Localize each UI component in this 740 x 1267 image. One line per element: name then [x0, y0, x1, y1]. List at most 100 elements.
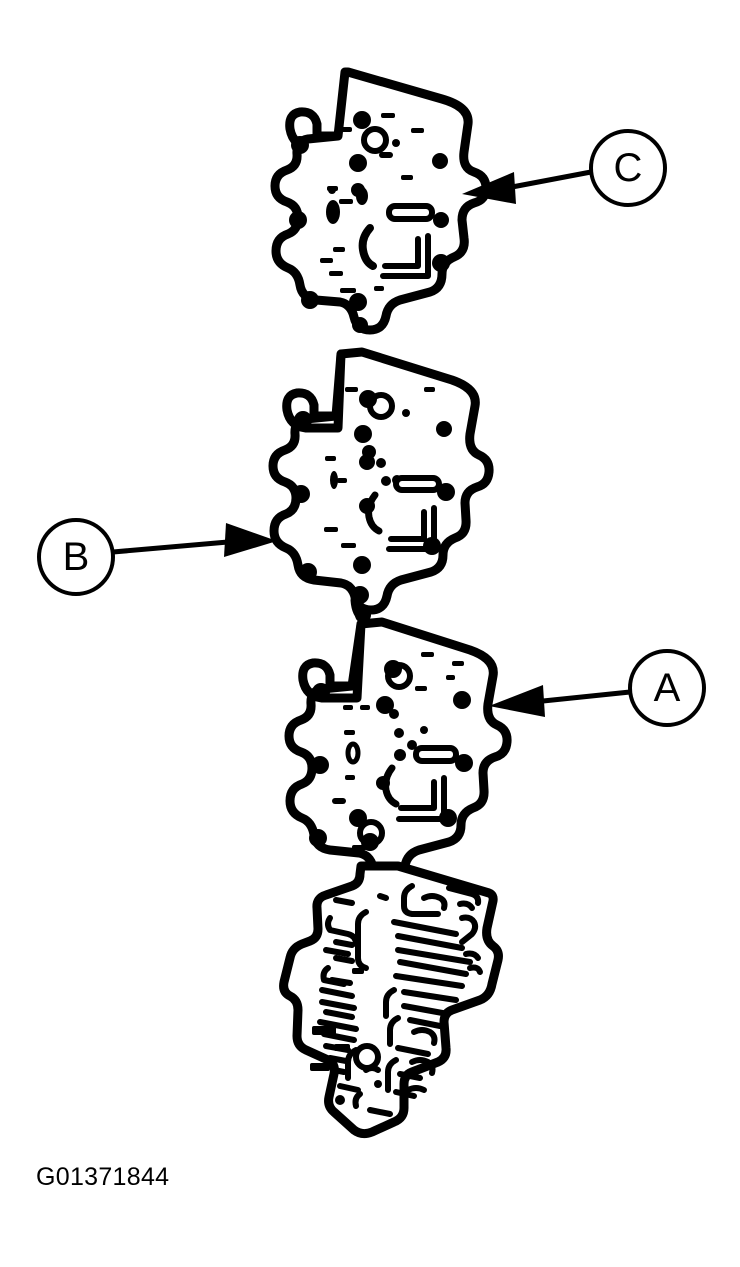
- plate-c-orifice: [392, 139, 400, 147]
- callout-a[interactable]: A: [489, 649, 706, 727]
- plate-c-orifice: [411, 128, 424, 133]
- plate-b-orifice: [325, 456, 336, 461]
- plate-c-bolt-hole: [433, 212, 449, 228]
- plate-b-slot: [330, 471, 338, 489]
- callout-c-circle[interactable]: [589, 129, 667, 207]
- plate-a-orifice: [394, 728, 404, 738]
- valve-body-passages: [317, 883, 483, 1117]
- plate-a-orifice: [343, 705, 353, 710]
- plate-b-ring-port: [367, 392, 395, 420]
- plate-c-orifice: [340, 127, 352, 132]
- separator-plate-c: [270, 67, 491, 335]
- plate-c-ring-port: [361, 126, 389, 154]
- plate-b-orifice: [341, 543, 356, 548]
- valve-body-casting: [279, 861, 503, 1139]
- callout-b[interactable]: B: [37, 518, 277, 596]
- plate-a-long-slot: [413, 745, 459, 764]
- plate-c-orifice: [374, 286, 384, 291]
- plate-c-orifice: [401, 175, 413, 180]
- plate-a-orifice: [446, 675, 455, 680]
- callout-a-circle[interactable]: [628, 649, 706, 727]
- plate-b-orifice: [376, 458, 386, 468]
- callout-b-label: B: [63, 535, 90, 579]
- plate-a-bolt-hole: [453, 691, 471, 709]
- plate-b-long-slot: [393, 475, 442, 493]
- plate-c-slot: [356, 187, 368, 205]
- separator-plate-a: [284, 617, 512, 893]
- plate-b-bolt-hole: [353, 556, 371, 574]
- plate-c-bolt-hole: [353, 111, 371, 129]
- plate-c-bolt-hole: [349, 154, 367, 172]
- plate-c-bolt-hole: [349, 293, 367, 311]
- plate-b-bolt-hole: [354, 425, 372, 443]
- plate-a-slot: [345, 741, 361, 765]
- plate-c-slot: [326, 200, 340, 224]
- plate-b-orifice: [337, 478, 347, 483]
- plate-b-l-channel-outer: [386, 505, 437, 552]
- plate-c-bolt-hole: [432, 254, 450, 272]
- callout-c-arrowhead: [462, 172, 516, 204]
- callout-b-circle[interactable]: [37, 518, 115, 596]
- callout-c-label: C: [614, 146, 643, 190]
- plate-b-bolt-hole: [436, 421, 452, 437]
- plate-b-bolt-hole: [351, 586, 369, 604]
- plate-c-orifice: [340, 288, 356, 293]
- plate-a-ring-port: [385, 662, 413, 690]
- plate-a-orifice: [389, 709, 399, 719]
- plate-a-orifice: [345, 775, 355, 780]
- plate-a-bolt-hole: [309, 829, 327, 847]
- plate-c-long-slot: [386, 203, 435, 222]
- valve-body-slot: [310, 1063, 330, 1071]
- plate-c-orifice: [381, 113, 395, 118]
- callout-a-arrowhead: [489, 685, 545, 717]
- plate-a-l-channel: [398, 779, 437, 811]
- plate-a-orifice: [407, 740, 417, 750]
- valve-body-slot: [334, 1044, 350, 1051]
- plate-b-orifice: [324, 527, 338, 532]
- plate-b-bolt-hole: [362, 445, 376, 459]
- plate-a-hook-passage: [382, 764, 400, 808]
- plate-a-orifice: [452, 661, 464, 666]
- plate-b-orifice: [345, 387, 358, 392]
- plate-a-orifice: [352, 845, 367, 850]
- plate-c-orifice: [333, 247, 345, 252]
- plate-a-orifice: [360, 705, 370, 710]
- plate-a-bolt-hole: [312, 683, 330, 701]
- plate-c-orifice: [329, 271, 343, 276]
- plate-b-bolt-hole: [294, 411, 312, 429]
- plate-c-bolt-hole: [301, 291, 319, 309]
- plate-a-orifice: [421, 652, 434, 657]
- plate-a-orifice: [394, 749, 406, 761]
- plate-c-l-channel: [382, 236, 421, 269]
- plate-c-orifice: [320, 258, 333, 263]
- valve-body-ring-port: [353, 1043, 381, 1071]
- plate-b-hook-passage: [365, 491, 383, 535]
- plate-c-orifice: [379, 152, 393, 158]
- plate-a-orifice: [332, 798, 346, 804]
- plate-a-orifice: [415, 686, 427, 691]
- plate-b-bolt-hole: [299, 563, 317, 581]
- plate-a-orifice: [420, 726, 428, 734]
- plate-c-bolt-hole: [432, 153, 448, 169]
- callout-a-label: A: [654, 666, 681, 710]
- figure-caption: G01371844: [36, 1163, 170, 1191]
- valve-body-orifice: [335, 1095, 345, 1105]
- callout-b-leader-line: [110, 539, 231, 555]
- plate-b-orifice: [424, 387, 435, 392]
- plate-c-orifice: [339, 199, 353, 204]
- plate-a-ring-port-lower: [357, 819, 385, 847]
- valve-body-slot: [352, 968, 364, 974]
- callout-c-leader-line: [509, 169, 594, 190]
- plate-c-orifice: [328, 186, 336, 194]
- callout-b-arrowhead: [224, 523, 277, 557]
- plate-a-orifice: [344, 730, 355, 735]
- plate-a-bolt-hole: [376, 696, 394, 714]
- plate-b-l-channel: [388, 509, 427, 542]
- plate-b-orifice: [402, 409, 410, 417]
- plate-c-l-channel-outer: [380, 233, 431, 279]
- plate-b-bolt-hole: [292, 485, 310, 503]
- plate-c-bolt-hole: [352, 317, 368, 333]
- valve-body-orifice: [374, 1080, 382, 1088]
- callout-c[interactable]: C: [462, 129, 667, 207]
